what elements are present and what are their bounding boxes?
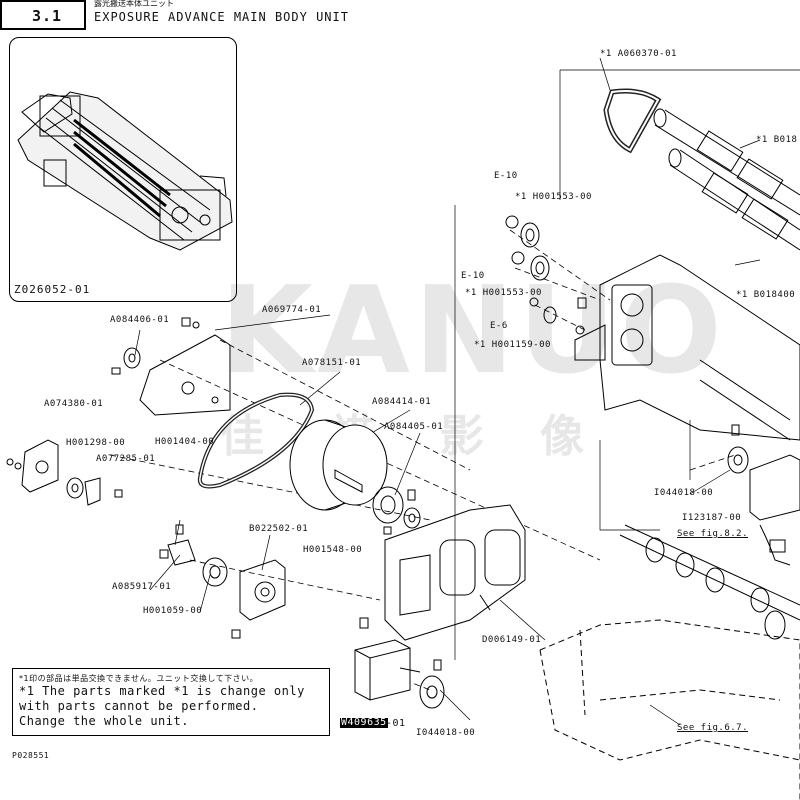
label-a069774: A069774-01 <box>262 305 322 315</box>
label-e10-a: E-10 <box>494 171 518 181</box>
label-a084406: A084406-01 <box>110 315 170 325</box>
label-e6: E-6 <box>490 321 508 331</box>
label-b022502: B022502-01 <box>249 524 309 534</box>
watermark-char-3: 影 <box>440 411 484 462</box>
pulley-a084414 <box>289 419 388 511</box>
japanese-title: 露光搬送本体ユニット <box>94 0 174 8</box>
lower-base-frame-dashed <box>539 619 800 800</box>
overview-inset-frame <box>9 37 237 302</box>
section-number: 3.1 <box>32 7 63 25</box>
overview-code: Z026052-01 <box>14 283 91 296</box>
note-line-3: Change the whole unit. <box>19 714 189 728</box>
label-h001553-b: *1 H001553-00 <box>465 288 542 298</box>
label-a078151: A078151-01 <box>302 358 362 368</box>
replacement-note-box: *1印の部品は単品交換できません。ユニット交換して下さい。 *1 The par… <box>12 668 330 736</box>
side-frame-plate <box>574 254 800 441</box>
label-a060370: *1 A060370-01 <box>600 49 677 59</box>
label-w409635: W409635 <box>340 717 388 728</box>
label-e10-b: E-10 <box>461 271 485 281</box>
label-a085917: A085917-01 <box>112 582 172 592</box>
bracket-plate-a069774 <box>139 334 231 416</box>
note-japanese: *1印の部品は単品交換できません。ユニット交換して下さい。 <box>19 674 259 683</box>
label-a084414: A084414-01 <box>372 397 432 407</box>
label-a074380: A074380-01 <box>44 399 104 409</box>
gear-a084406 <box>111 317 200 375</box>
label-a077285: A077285-01 <box>96 454 156 464</box>
label-w409635-suffix: -01 <box>386 718 406 729</box>
roller-assembly <box>653 108 800 251</box>
label-see-fig-8-2: See fig.8.2. <box>677 529 749 539</box>
label-h001553-a: *1 H001553-00 <box>515 192 592 202</box>
label-h001059: H001059-00 <box>143 606 203 616</box>
label-b018-top: *1 B018 <box>756 135 798 145</box>
bearing-h001548 <box>372 486 421 546</box>
gear-i044018-bottom <box>419 659 445 709</box>
motor-i123187 <box>727 424 800 566</box>
page-title: EXPOSURE ADVANCE MAIN BODY UNIT <box>94 10 349 24</box>
bearings-and-clips <box>505 215 587 335</box>
belt-a078151 <box>197 392 315 489</box>
label-h001298: H001298-00 <box>66 438 126 448</box>
watermark-char-4: 像 <box>540 411 584 462</box>
note-line-2: with parts cannot be performed. <box>19 699 259 713</box>
label-i044018-b: I044018-00 <box>416 728 476 738</box>
section-number-box: 3.1 <box>0 0 86 30</box>
shaft-bearing-assembly <box>159 524 228 587</box>
label-i044018-a: I044018-00 <box>654 488 714 498</box>
label-h001159: *1 H001159-00 <box>474 340 551 350</box>
gearbox-b022502 <box>231 559 286 639</box>
label-i123187: I123187-00 <box>682 513 742 523</box>
footer-code: P028551 <box>12 751 50 760</box>
timing-belt-a060370 <box>603 88 662 154</box>
label-b018400: *1 B018400 <box>736 290 796 300</box>
label-a084405: A084405-01 <box>384 422 444 432</box>
lower-roller-shaft <box>619 524 800 640</box>
reference-outline <box>454 69 800 660</box>
label-see-fig-6-7: See fig.6.7. <box>677 723 749 733</box>
motor-w409635 <box>354 617 421 701</box>
watermark-char-1: 佳 <box>220 411 264 462</box>
label-h001404: H001404-00 <box>155 437 215 447</box>
overview-assembly-illustration <box>17 91 233 251</box>
note-line-1: *1 The parts marked *1 is change only <box>19 684 305 698</box>
motor-bracket-a074380 <box>6 439 123 506</box>
label-d006149: D006149-01 <box>482 635 542 645</box>
label-h001548: H001548-00 <box>303 545 363 555</box>
